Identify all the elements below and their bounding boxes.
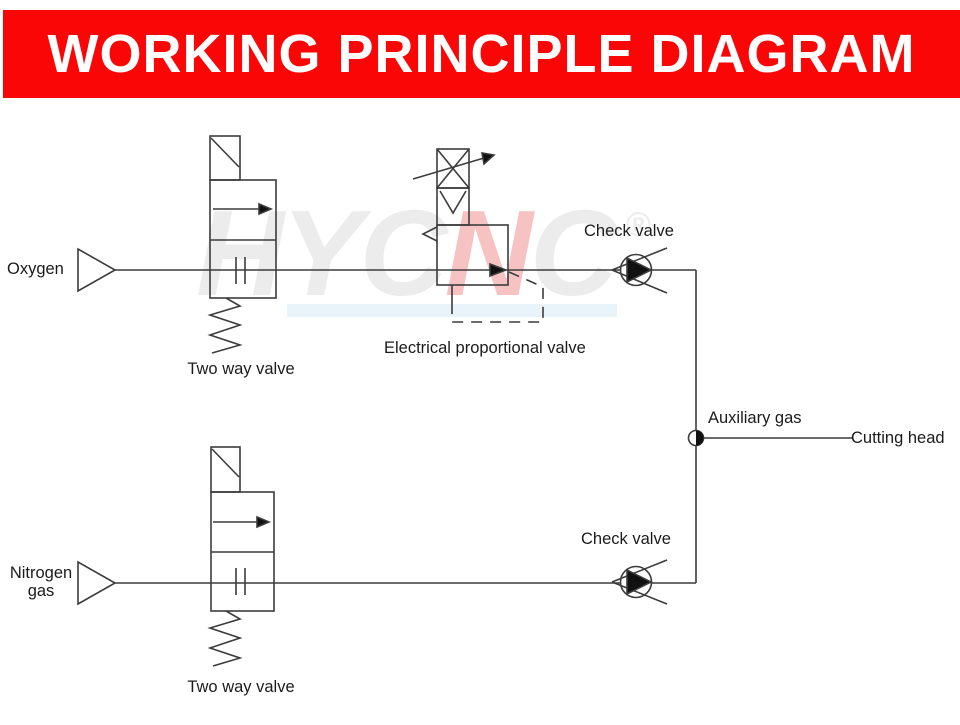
v-triangle [439,190,467,215]
registered-trademark-icon: ® [626,206,652,244]
hycnc-watermark: HYCNC [196,192,618,314]
two-way-valve-top-symbol [207,135,277,354]
two-way-valve-bottom-symbol [207,446,275,667]
flow-arrow-head [256,515,272,529]
title-banner: WORKING PRINCIPLE DIAGRAM [3,10,960,98]
flow-arrow-head [258,202,274,216]
valve-body [436,224,509,286]
check-valve-bottom-label: Check valve [581,530,671,548]
check-valve-poppet [626,256,653,284]
spring-icon [207,610,243,667]
check-valve-seat-lower [611,581,668,605]
auxiliary-gas-label: Auxiliary gas [708,409,802,427]
flow-arrow-head [489,262,509,278]
proportional-valve-symbol [412,148,544,323]
two-way-valve-bottom-label: Two way valve [187,678,295,696]
page-title: WORKING PRINCIPLE DIAGRAM [47,24,916,84]
check-valve-top-label: Check valve [584,222,674,240]
nitrogen-gas-label-line2: gas [27,582,55,601]
check-valve-seat-upper [611,559,668,583]
solenoid-box [210,446,241,493]
nitrogen-gas-label: Nitrogen gas [4,564,78,600]
check-valve-top-symbol [611,247,668,294]
watermark-text-gray-2: C [529,185,618,321]
watermark-text-pink: N [444,185,533,321]
junction-half-fill [696,430,704,446]
spring-icon [207,297,243,354]
oxygen-label: Oxygen [7,260,64,278]
adjustment-arrow-shaft [412,157,485,180]
vent-triangle [421,226,438,242]
check-valve-bottom-symbol [611,559,668,605]
feedback-dashed-line [451,271,544,323]
solenoid-diagonal [210,137,240,168]
valve-body [209,179,277,299]
check-valve-seat-lower [611,269,668,294]
nitrogen-inlet-icon [77,560,117,606]
check-valve-poppet [626,568,653,596]
watermark-text-gray-1: HYC [196,185,448,321]
throttle-x-2 [436,148,470,189]
check-valve-seat-upper [611,247,668,271]
oxygen-inlet-icon [77,247,117,293]
junction-node [687,429,705,447]
two-way-valve-top-label: Two way valve [187,360,295,378]
adjustment-arrow-head [481,152,496,166]
nitrogen-gas-label-line1: Nitrogen [9,564,73,582]
electrical-proportional-valve-label: Electrical proportional valve [384,339,586,357]
solenoid-diagonal [211,448,240,478]
cutting-head-label: Cutting head [851,429,945,447]
